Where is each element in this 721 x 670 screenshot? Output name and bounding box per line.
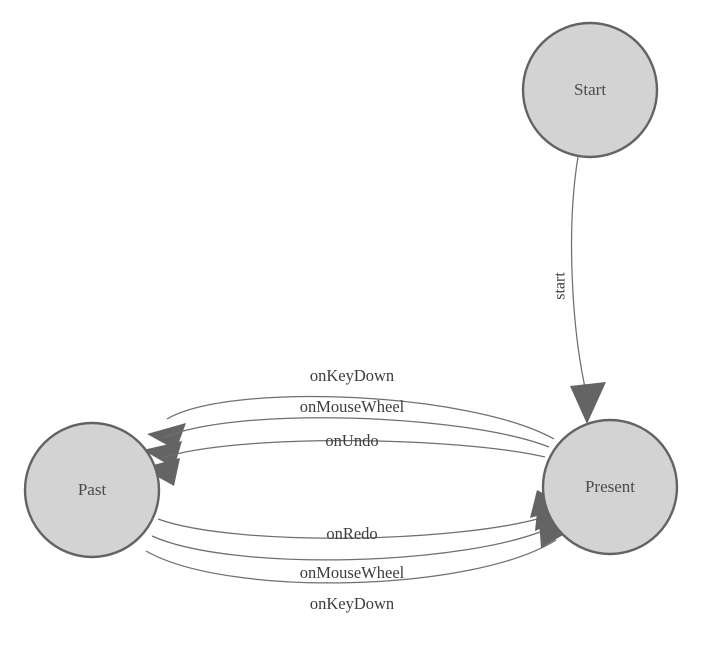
edge-present-past-3[interactable] <box>142 440 546 486</box>
node-past-circle <box>23 421 161 559</box>
node-start-circle <box>521 21 659 159</box>
edge-past-present-3-path <box>145 539 557 584</box>
edge-label-start: start <box>552 272 569 300</box>
edge-start-path <box>570 156 587 393</box>
edge-present-past-2-path <box>162 417 550 448</box>
node-present-circle <box>541 418 679 556</box>
node-present[interactable]: Present <box>541 418 679 556</box>
edge-present-past-3-path <box>161 440 546 459</box>
edge-present-past-3-arrowhead <box>142 458 180 486</box>
edge-label-present-past-1: onKeyDown <box>310 366 394 385</box>
edge-label-past-present-1: onRedo <box>326 524 377 543</box>
edge-past-present-1-path <box>157 515 549 539</box>
node-past[interactable]: Past <box>23 421 161 559</box>
edge-label-past-present-2: onMouseWheel <box>300 563 405 582</box>
edge-start[interactable] <box>570 156 606 424</box>
edge-present-past-1-path <box>166 395 555 440</box>
node-start[interactable]: Start <box>521 21 659 159</box>
edge-label-present-past-2: onMouseWheel <box>300 397 405 416</box>
edge-past-present-2-path <box>151 526 553 561</box>
edge-label-present-past-3: onUndo <box>325 431 378 450</box>
edge-start-arrowhead <box>570 382 606 424</box>
edge-label-past-present-3: onKeyDown <box>310 594 394 613</box>
